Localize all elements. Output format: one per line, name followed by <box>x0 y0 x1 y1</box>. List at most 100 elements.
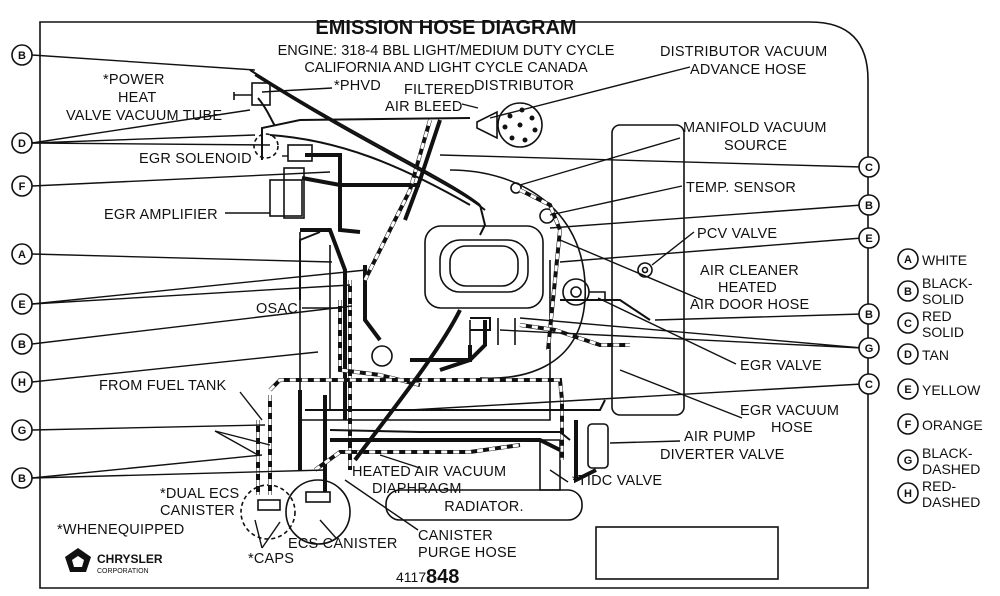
subtitle-line-1: ENGINE: 318-4 BBL LIGHT/MEDIUM DUTY CYCL… <box>278 43 615 59</box>
svg-text:D: D <box>904 349 912 361</box>
color-legend: A WHITE B BLACK- SOLID C RED SOLID D TAN… <box>897 248 983 510</box>
label-air-cleaner-2: HEATED <box>718 280 777 296</box>
svg-text:B: B <box>865 200 873 212</box>
callout-b-4: B <box>858 194 880 216</box>
pentastar-icon <box>65 548 91 572</box>
callout-e-2: E <box>858 227 880 249</box>
label-pcv-valve: PCV VALVE <box>697 226 777 242</box>
label-phvd: *PHVD <box>334 78 381 94</box>
svg-text:BLACK-: BLACK- <box>922 275 973 291</box>
svg-text:A: A <box>904 254 912 266</box>
svg-text:SOLID: SOLID <box>922 324 964 340</box>
callout-f: F <box>11 175 33 197</box>
svg-text:BLACK-: BLACK- <box>922 445 973 461</box>
legend-item-h: H RED- DASHED <box>897 478 980 510</box>
svg-text:B: B <box>18 339 26 351</box>
label-air-pump-1: AIR PUMP <box>684 429 756 445</box>
svg-text:RED: RED <box>922 308 952 324</box>
callout-g-2: G <box>858 337 880 359</box>
callout-c-1: C <box>858 156 880 178</box>
legend-item-c: C RED SOLID <box>897 308 964 340</box>
callout-b-3: B <box>11 467 33 489</box>
legend-item-a: A WHITE <box>897 248 967 270</box>
label-from-fuel-tank: FROM FUEL TANK <box>99 378 227 394</box>
label-power-heat-1: *POWER <box>103 72 165 88</box>
svg-text:DASHED: DASHED <box>922 494 980 510</box>
hoses <box>249 69 651 495</box>
svg-text:C: C <box>904 318 912 330</box>
svg-text:C: C <box>865 162 873 174</box>
label-filtered-2: AIR BLEED <box>385 99 463 115</box>
label-dist-vac-1: DISTRIBUTOR VACUUM <box>660 44 827 60</box>
label-osac: OSAC <box>256 301 298 317</box>
diagram-title: EMISSION HOSE DIAGRAM <box>315 17 576 39</box>
label-egr-vac-1: EGR VACUUM <box>740 403 839 419</box>
callout-b-2: B <box>11 333 33 355</box>
label-manifold-1: MANIFOLD VACUUM <box>683 120 827 136</box>
label-air-pump-2: DIVERTER VALVE <box>660 447 785 463</box>
legend-item-f: F ORANGE <box>897 413 983 435</box>
legend-item-e: E YELLOW <box>897 378 981 400</box>
svg-text:ORANGE: ORANGE <box>922 417 983 433</box>
svg-text:A: A <box>18 249 26 261</box>
callout-e-1: E <box>11 293 33 315</box>
leader-lines <box>31 54 863 549</box>
callout-b-5: B <box>858 303 880 325</box>
label-ecs-canister: ECS CANISTER <box>288 536 398 552</box>
chrysler-logo: CHRYSLER CORPORATION <box>65 548 163 575</box>
label-dual-ecs-2: CANISTER <box>160 503 235 519</box>
callout-a: A <box>11 243 33 265</box>
svg-text:G: G <box>18 425 27 437</box>
svg-text:B: B <box>865 309 873 321</box>
label-egr-valve: EGR VALVE <box>740 358 822 374</box>
label-egr-amplifier: EGR AMPLIFIER <box>104 207 218 223</box>
subtitle-line-2: CALIFORNIA AND LIGHT CYCLE CANADA <box>304 60 588 76</box>
label-heated-air-2: DIAPHRAGM <box>372 481 462 497</box>
callout-c-2: C <box>858 373 880 395</box>
callout-b-1: B <box>11 44 33 66</box>
svg-text:B: B <box>904 286 912 298</box>
label-filtered-1: FILTERED <box>404 82 475 98</box>
label-when-equipped: *WHENEQUIPPED <box>57 522 184 538</box>
callout-d: D <box>11 132 33 154</box>
svg-text:B: B <box>18 50 26 62</box>
svg-text:E: E <box>904 384 911 396</box>
svg-text:F: F <box>19 181 26 193</box>
svg-text:TAN: TAN <box>922 347 949 363</box>
label-radiator: RADIATOR. <box>444 499 523 515</box>
label-tidc: *TIDC VALVE <box>572 473 662 489</box>
svg-text:B: B <box>18 473 26 485</box>
label-caps: *CAPS <box>248 551 294 567</box>
svg-text:RED-: RED- <box>922 478 957 494</box>
label-dual-ecs-1: *DUAL ECS <box>160 486 239 502</box>
label-distributor: DISTRIBUTOR <box>474 78 574 94</box>
label-heated-air-1: HEATED AIR VACUUM <box>352 464 506 480</box>
label-egr-solenoid: EGR SOLENOID <box>139 151 252 167</box>
svg-text:H: H <box>904 488 912 500</box>
label-power-heat-2: HEAT <box>118 90 156 106</box>
svg-text:H: H <box>18 377 26 389</box>
label-egr-vac-2: HOSE <box>771 420 813 436</box>
label-dist-vac-2: ADVANCE HOSE <box>690 62 807 78</box>
legend-item-b: B BLACK- SOLID <box>897 275 973 307</box>
chrysler-name: CHRYSLER <box>97 552 163 566</box>
label-power-heat-3: VALVE VACUUM TUBE <box>66 108 222 124</box>
svg-text:G: G <box>904 455 913 467</box>
svg-text:DASHED: DASHED <box>922 461 980 477</box>
svg-text:F: F <box>905 419 912 431</box>
svg-text:E: E <box>18 299 25 311</box>
svg-text:G: G <box>865 343 874 355</box>
label-air-cleaner-1: AIR CLEANER <box>700 263 799 279</box>
svg-text:SOLID: SOLID <box>922 291 964 307</box>
callout-g-1: G <box>11 419 33 441</box>
svg-text:YELLOW: YELLOW <box>922 382 981 398</box>
label-air-cleaner-3: AIR DOOR HOSE <box>690 297 810 313</box>
label-canister-purge-1: CANISTER <box>418 528 493 544</box>
part-labels: *POWER HEAT VALVE VACUUM TUBE *PHVD FILT… <box>57 44 839 567</box>
callout-h: H <box>11 371 33 393</box>
engine-outline <box>233 82 779 580</box>
label-canister-purge-2: PURGE HOSE <box>418 545 517 561</box>
label-temp-sensor: TEMP. SENSOR <box>686 180 796 196</box>
svg-text:E: E <box>865 233 872 245</box>
